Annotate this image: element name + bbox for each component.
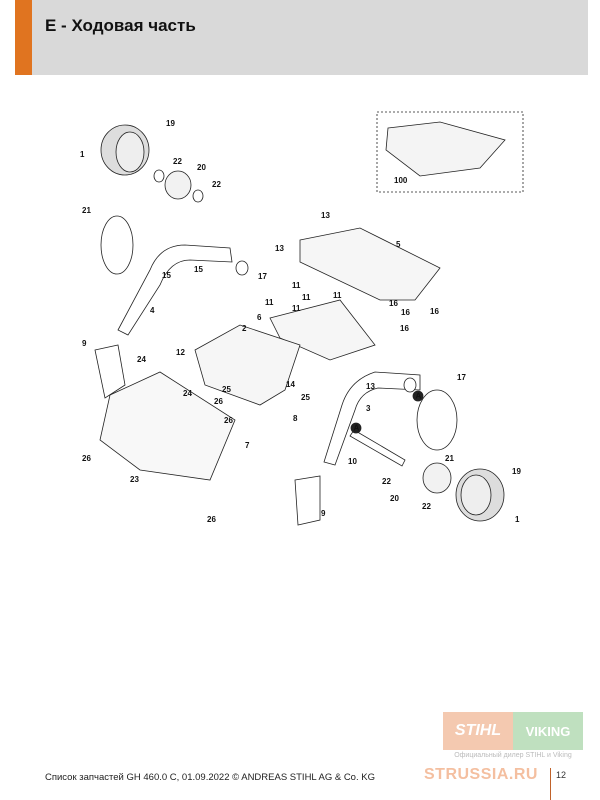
wheel-rim-bottom — [422, 462, 452, 494]
callout-13: 13 — [275, 244, 284, 253]
bushing-17 — [403, 377, 417, 393]
inset-box — [376, 111, 524, 193]
axle-10 — [349, 429, 406, 467]
callout-13: 13 — [366, 382, 375, 391]
bearing-top-2 — [192, 189, 204, 203]
bracket-2 — [194, 324, 301, 406]
callout-19: 19 — [512, 467, 521, 476]
stihl-logo: STIHL — [443, 712, 513, 750]
tube-bottom — [416, 389, 458, 451]
callout-16: 16 — [401, 308, 410, 317]
callout-21: 21 — [445, 454, 454, 463]
callout-19: 19 — [166, 119, 175, 128]
marker-a — [412, 390, 424, 402]
callout-26: 26 — [207, 515, 216, 524]
callout-14: 14 — [286, 380, 295, 389]
callout-22: 22 — [382, 477, 391, 486]
callout-10: 10 — [348, 457, 357, 466]
callout-20: 20 — [390, 494, 399, 503]
header-accent-bar — [15, 0, 32, 75]
callout-13: 13 — [321, 211, 330, 220]
callout-1: 1 — [80, 150, 85, 159]
footer-text: Список запчастей GH 460.0 C, 01.09.2022 … — [45, 772, 375, 783]
grip-left — [94, 344, 126, 399]
site-watermark: STRUSSIA.RU — [424, 766, 538, 783]
callout-26: 26 — [82, 454, 91, 463]
callout-20: 20 — [197, 163, 206, 172]
marker-a-2 — [350, 422, 362, 434]
callout-23: 23 — [130, 475, 139, 484]
callout-11: 11 — [302, 293, 311, 302]
callout-2: 2 — [242, 324, 247, 333]
wheel-tread-bottom — [460, 474, 492, 516]
cover-23 — [99, 371, 236, 481]
callout-100: 100 — [394, 176, 408, 185]
callout-21: 21 — [82, 206, 91, 215]
callout-3: 3 — [366, 404, 371, 413]
tube-top — [100, 215, 134, 275]
callout-6: 6 — [257, 313, 262, 322]
callout-17: 17 — [258, 272, 267, 281]
callout-26: 26 — [214, 397, 223, 406]
callout-16: 16 — [389, 299, 398, 308]
callout-22: 22 — [422, 502, 431, 511]
callout-15: 15 — [194, 265, 203, 274]
callout-16: 16 — [400, 324, 409, 333]
callout-11: 11 — [292, 304, 301, 313]
callout-11: 11 — [292, 281, 301, 290]
callout-11: 11 — [265, 298, 274, 307]
inset-base-plate — [385, 121, 506, 177]
grip-right — [294, 475, 321, 526]
callout-8: 8 — [293, 414, 298, 423]
dealer-text: Официальный дилер STIHL и Viking — [454, 752, 572, 759]
plate-5 — [299, 227, 441, 301]
wheel-rim-top — [164, 170, 192, 200]
page-divider — [550, 768, 551, 800]
callout-24: 24 — [183, 389, 192, 398]
callout-A: A — [354, 424, 360, 433]
callout-25: 25 — [222, 385, 231, 394]
callout-15: 15 — [162, 271, 171, 280]
handle-left — [117, 244, 233, 336]
handle-right — [323, 371, 421, 466]
callout-5: 5 — [396, 240, 401, 249]
callout-12: 12 — [176, 348, 185, 357]
callout-16: 16 — [430, 307, 439, 316]
header-band — [15, 0, 588, 75]
callout-1: 1 — [515, 515, 520, 524]
callout-17: 17 — [457, 373, 466, 382]
callout-11: 11 — [333, 291, 342, 300]
page-title: E - Ходовая часть — [45, 16, 196, 35]
wheel-tread-top — [115, 131, 145, 173]
page-number: 12 — [556, 770, 567, 780]
callout-9: 9 — [321, 509, 326, 518]
callout-22: 22 — [212, 180, 221, 189]
watermark-logo: STIHL VIKING — [443, 712, 583, 750]
viking-logo: VIKING — [513, 712, 583, 750]
callout-7: 7 — [245, 441, 250, 450]
callout-26: 26 — [224, 416, 233, 425]
callout-25: 25 — [301, 393, 310, 402]
bearing-top — [153, 169, 165, 183]
callout-9: 9 — [82, 339, 87, 348]
callout-22: 22 — [173, 157, 182, 166]
callout-A: A — [416, 392, 422, 401]
bushing-17-top — [235, 260, 249, 276]
callout-4: 4 — [150, 306, 155, 315]
callout-24: 24 — [137, 355, 146, 364]
